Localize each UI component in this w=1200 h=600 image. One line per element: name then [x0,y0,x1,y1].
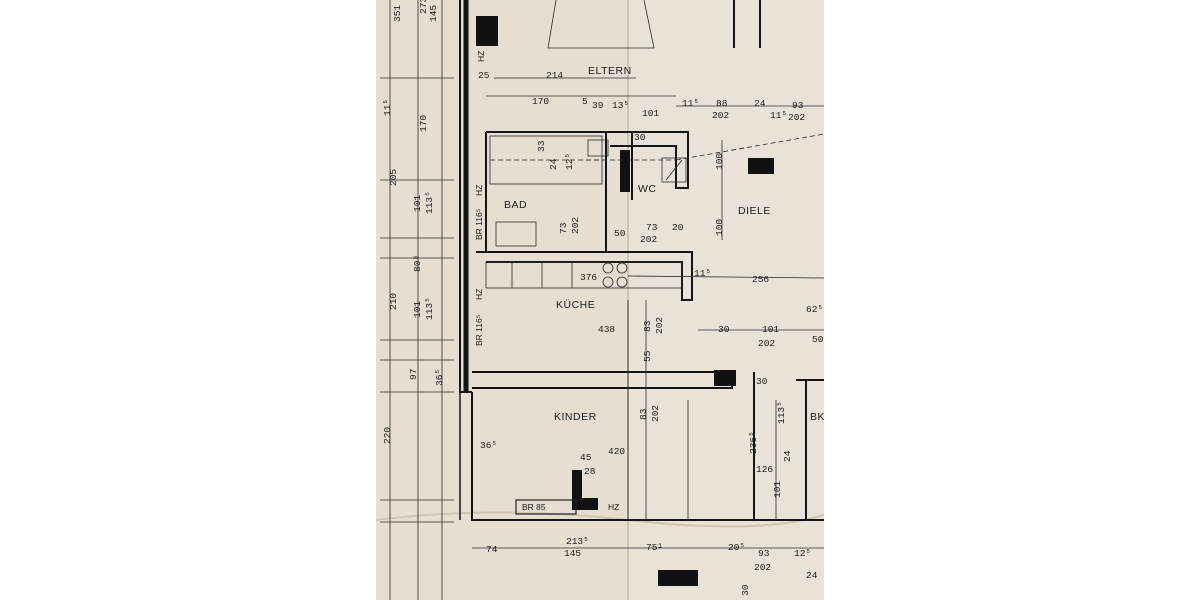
floor-plan-drawing: ELTERN BAD WC DIELE KÜCHE KINDER BK HZ H… [376,0,824,600]
hz-label-top: HZ [476,51,486,62]
dimension-text: 36⁵ [480,440,497,451]
dimension-text: 202 [758,338,775,349]
dimension-text: 11⁵ [694,268,711,279]
inner-dimension-lines [472,77,824,549]
dimension-text: 170 [532,96,549,107]
dimension-text: 24 [754,98,766,109]
dimension-text: 28 [584,466,596,477]
floor-plan-photo: ELTERN BAD WC DIELE KÜCHE KINDER BK HZ H… [376,0,824,600]
dimension-text: 213⁵ [566,536,589,547]
br-label-kueche: BR 116⁵ [474,315,484,346]
dimension-text: 45 [580,452,592,463]
dimension-text: 88 [716,98,728,109]
dimension-text: 11⁵ [682,98,699,109]
dimension-text: 126 [756,464,773,475]
hz-label-mid: HZ [474,289,484,300]
dimension-text: 202 [570,217,581,234]
dimension-text: 93 [758,548,770,559]
room-label-eltern: ELTERN [588,65,632,77]
hz-label-bottom: HZ [608,502,619,512]
br-label-kinder: BR 85 [522,502,546,512]
dimension-text: 93 [792,100,804,111]
dimension-text: 20 [672,222,684,233]
dimension-text: 24 [806,570,818,581]
dimension-text: 113⁵ [424,297,435,320]
dimension-text: 80⁸ [412,255,423,272]
dimension-text: 20⁵ [728,542,745,553]
dimension-text: 101 [762,324,779,335]
dimension-text: 55 [642,350,653,362]
dimension-text: 97 [408,369,419,380]
dimension-text: 351 [392,5,403,22]
dimension-text: 220 [382,427,393,444]
dimension-text: 170 [418,115,429,132]
dimension-text: 273 [418,0,429,14]
dimension-text: 202 [712,110,729,121]
dimension-text: 39 [592,100,604,111]
dimension-text: 214 [546,70,563,81]
dimension-text: 12⁵ [564,153,575,170]
dimension-text: 420 [608,446,625,457]
room-label-bk: BK [810,411,824,423]
dimension-text: 74 [486,544,498,555]
dimension-text: 12⁵ [794,548,811,559]
room-label-diele: DIELE [738,205,771,217]
dimension-numbers: 351 273 145 214 11⁵ 25 170 170 5 39 13⁵ … [382,0,824,596]
paper-shade-right [626,0,824,600]
dimension-text: 145 [428,5,439,22]
dimension-text: 101 [412,195,423,212]
dimension-text: 256 [752,274,769,285]
dimension-text: 113⁵ [424,191,435,214]
dimension-text: 11⁵ [382,99,393,116]
br-label-bad: BR 116⁵ [474,209,484,240]
room-label-wc: WC [638,183,657,195]
dimension-text: 50 [614,228,626,239]
dimension-text: 202 [650,405,661,422]
dimension-text: 11⁵ [770,110,787,121]
dimension-text: 205 [388,169,399,186]
room-label-kueche: KÜCHE [556,299,595,311]
dimension-text: 202 [654,317,665,334]
dimension-text: 100 [714,153,725,170]
dimension-text: 73 [558,222,569,234]
dimension-text: 30 [740,584,751,596]
dimension-text: 101 [412,301,423,318]
dimension-text: 83 [638,408,649,420]
dimension-text: 113⁵ [776,401,787,424]
wall-blocks [476,16,774,586]
dimension-text: 236⁵ [748,431,759,454]
dimension-text: 202 [754,562,771,573]
dimension-text: 73 [646,222,658,233]
dimension-text: 5 [582,96,588,107]
room-label-kinder: KINDER [554,411,597,423]
dimension-text: 24 [548,158,559,170]
dimension-text: 13⁵ [612,100,629,111]
dimension-text: 30 [756,376,768,387]
dimension-text: 376 [580,272,597,283]
dimension-text: 145 [564,548,581,559]
dimension-text: 62⁵ [806,304,823,315]
left-dimension-chains [380,0,454,600]
room-label-bad: BAD [504,199,527,211]
dimension-text: 75¹ [646,542,663,553]
dimension-text: 50 [812,334,824,345]
dimension-text: 438 [598,324,615,335]
dimension-text: 33 [536,140,547,152]
dimension-text: 101 [642,108,659,119]
dimension-text: 100 [714,219,725,236]
dimension-text: 30 [718,324,730,335]
dimension-text: 202 [788,112,805,123]
fixtures [485,133,824,515]
dimension-text: 30 [634,132,646,143]
dimension-text: 25 [478,70,490,81]
hz-label-bad: HZ [474,185,484,196]
dimension-text: 202 [640,234,657,245]
exterior-walls [459,0,824,521]
dimension-text: 24 [782,450,793,462]
dimension-text: 83 [642,320,653,332]
dimension-text: 101 [772,481,783,498]
dimension-text: 36⁵ [434,369,445,386]
dimension-text: 210 [388,293,399,310]
